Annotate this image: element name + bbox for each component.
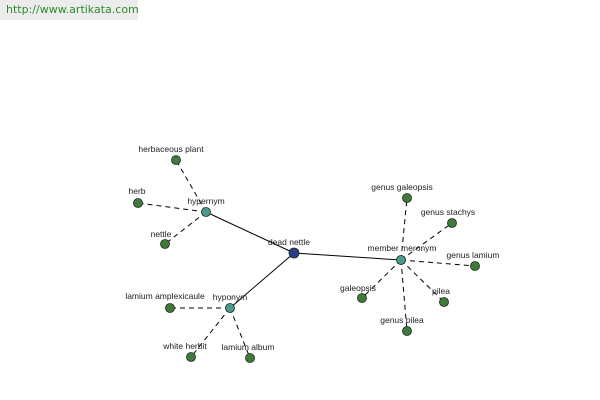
node-genus-pilea[interactable]: [402, 326, 412, 336]
label-genus-stachys: genus stachys: [421, 207, 475, 217]
node-lamium-album[interactable]: [245, 353, 255, 363]
label-genus-lamium: genus lamium: [447, 250, 500, 260]
label-galeopsis: galeopsis: [340, 283, 376, 293]
node-genus-lamium[interactable]: [470, 261, 480, 271]
edge-hypernym-nettle: [164, 211, 207, 245]
edge-hyponym-white-herbit: [190, 307, 231, 358]
node-herbaceous-plant[interactable]: [171, 155, 181, 165]
edges-layer: [137, 159, 476, 359]
edge-center-hyponym: [229, 252, 295, 309]
node-center-dead-nettle[interactable]: [288, 247, 300, 259]
edge-member-meronym-genus-stachys: [400, 222, 453, 261]
edge-center-hypernym: [205, 211, 295, 254]
edge-center-member-meronym: [293, 252, 402, 261]
edge-member-meronym-pilea: [400, 259, 445, 303]
label-white-herbit: white herbit: [162, 341, 207, 351]
labels-layer: herbaceous plant herb nettle hypernym genus …: [125, 144, 499, 352]
label-lamium-album: lamium album: [222, 342, 275, 352]
label-relation-member-meronym: member meronym: [368, 243, 437, 253]
node-relation-hyponym[interactable]: [225, 303, 235, 313]
node-nettle[interactable]: [160, 239, 170, 249]
label-relation-hyponym: hyponym: [213, 292, 248, 302]
label-herbaceous-plant: herbaceous plant: [138, 144, 204, 154]
node-herb[interactable]: [133, 198, 143, 208]
edge-member-meronym-galeopsis: [361, 259, 402, 299]
node-pilea[interactable]: [439, 297, 449, 307]
edge-hypernym-herb: [137, 202, 207, 213]
watermark-url: http://www.artikata.com: [0, 0, 139, 20]
label-nettle: nettle: [151, 229, 172, 239]
label-center-dead-nettle: dead nettle: [268, 237, 310, 247]
node-lamium-amplexicaule[interactable]: [165, 303, 175, 313]
label-genus-pilea: genus pilea: [380, 315, 424, 325]
node-genus-stachys[interactable]: [447, 218, 457, 228]
label-genus-galeopsis: genus galeopsis: [371, 182, 432, 192]
label-herb: herb: [128, 186, 145, 196]
node-genus-galeopsis[interactable]: [402, 193, 412, 203]
edge-member-meronym-genus-galeopsis: [400, 197, 408, 261]
label-relation-hypernym: hypernym: [187, 196, 224, 206]
edge-member-meronym-genus-pilea: [400, 259, 408, 332]
label-pilea: pilea: [432, 286, 450, 296]
node-relation-hypernym[interactable]: [201, 207, 211, 217]
edge-member-meronym-genus-lamium: [400, 259, 476, 267]
node-galeopsis[interactable]: [357, 293, 367, 303]
nodes-layer: [133, 155, 480, 363]
edge-hypernym-herbaceous-plant: [175, 159, 207, 213]
node-white-herbit[interactable]: [186, 352, 196, 362]
node-relation-member-meronym[interactable]: [396, 255, 406, 265]
label-lamium-amplexicaule: lamium amplexicaule: [125, 291, 205, 301]
